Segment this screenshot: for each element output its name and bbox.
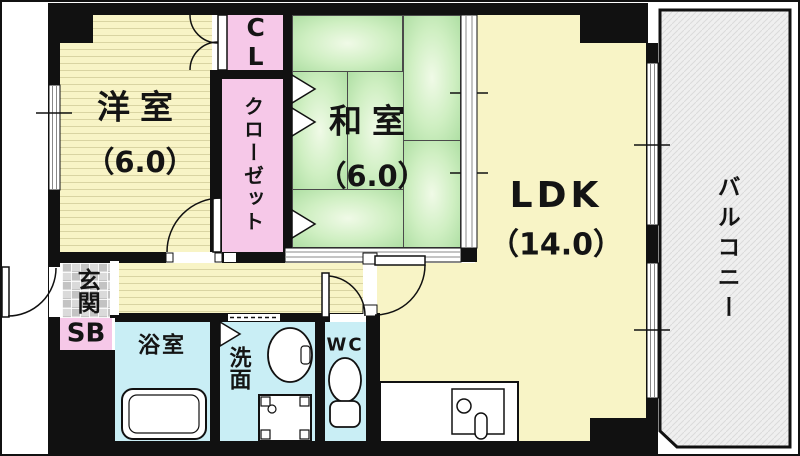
windows bbox=[36, 62, 670, 399]
washing-machine-pan bbox=[258, 394, 312, 442]
closet-cl-label: CL bbox=[241, 13, 271, 71]
western-room-size: （6.0） bbox=[85, 144, 195, 179]
entrance-door-leaf bbox=[1, 266, 10, 318]
walls bbox=[48, 3, 658, 455]
bathroom-label: 浴室 bbox=[137, 333, 187, 359]
tatami-mat bbox=[292, 189, 404, 248]
western-room-label: 洋室 bbox=[97, 87, 183, 127]
cl-door-leaf bbox=[217, 14, 228, 71]
toilet bbox=[328, 357, 362, 428]
sliding-panel-markers bbox=[219, 73, 317, 348]
western-room-floor bbox=[60, 15, 212, 252]
closet-label: クローゼット bbox=[240, 96, 265, 234]
shoe-box-area bbox=[60, 318, 112, 350]
washroom-label: 洗面 bbox=[225, 346, 251, 390]
bathtub bbox=[121, 388, 207, 440]
doorways bbox=[49, 252, 378, 322]
wc-door-leaf bbox=[321, 272, 330, 318]
entrance-tile bbox=[62, 262, 110, 318]
ldk-size: （14.0） bbox=[488, 227, 624, 263]
tatami-mat bbox=[403, 140, 461, 248]
kitchen-counter bbox=[379, 381, 519, 443]
tatami-mat bbox=[403, 15, 461, 141]
entrance-label: 玄関 bbox=[73, 268, 100, 314]
closet-cl-area bbox=[222, 15, 283, 70]
western-room-door-leaf bbox=[212, 197, 222, 253]
door-swings bbox=[1, 14, 426, 318]
tatami-mat bbox=[347, 71, 404, 190]
ldk-floor-main bbox=[475, 15, 646, 443]
ldk-label: LDK bbox=[509, 175, 603, 217]
japanese-room-label: 和室 bbox=[329, 101, 415, 141]
balcony-deck bbox=[658, 8, 792, 449]
washbasin bbox=[267, 327, 313, 383]
shoe-box-label: SB bbox=[66, 318, 106, 349]
ldk-door-leaf bbox=[374, 255, 426, 266]
japanese-room-size: （6.0） bbox=[317, 158, 427, 193]
balcony-label: バルコニー bbox=[713, 175, 740, 325]
fixtures bbox=[121, 327, 519, 443]
closet-area bbox=[222, 79, 283, 252]
wc-label: WC bbox=[326, 334, 364, 356]
